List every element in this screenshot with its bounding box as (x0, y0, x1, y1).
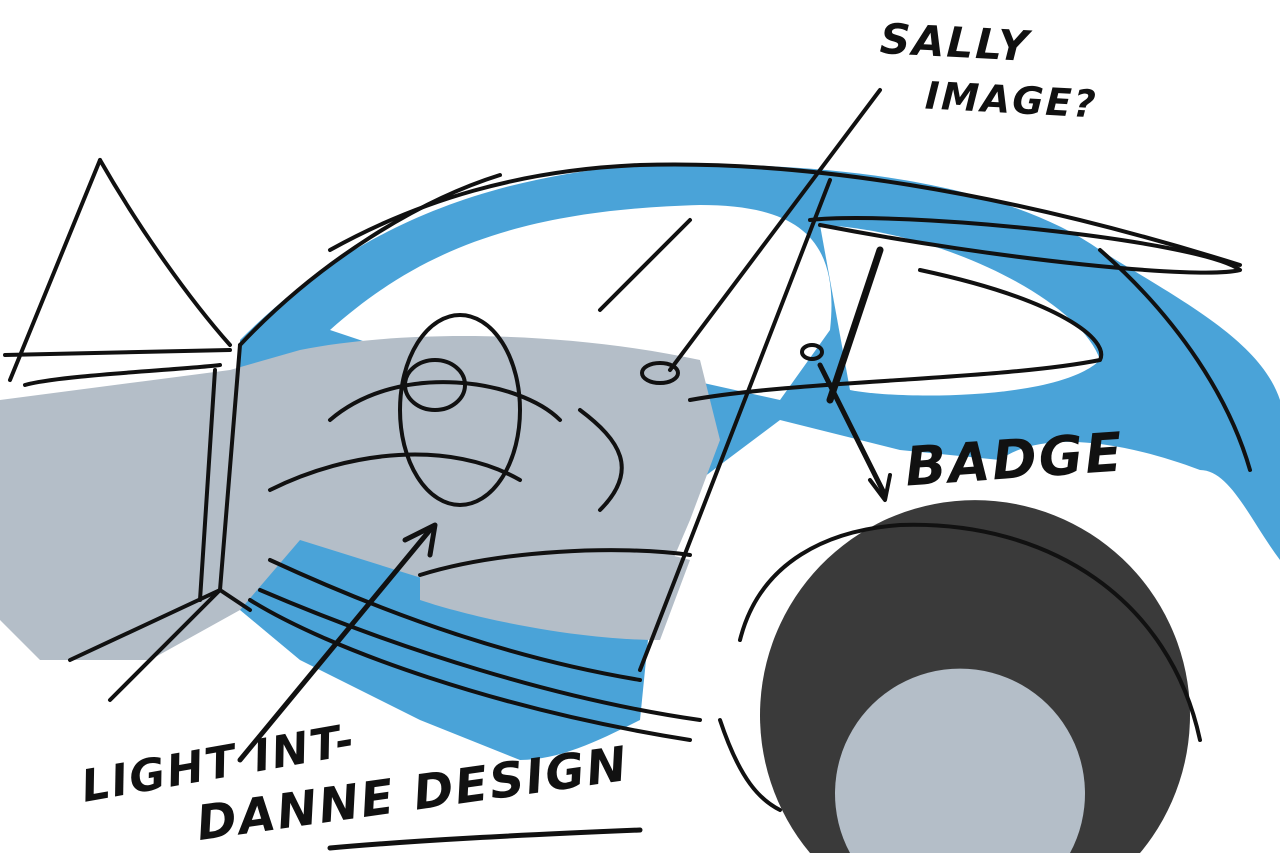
rear-window (820, 225, 1100, 396)
annotation-sally: SALLY (878, 14, 1032, 71)
annotation-image: IMAGE? (924, 73, 1099, 127)
sketch-lines (3, 88, 1252, 851)
wheel-hub (835, 668, 1085, 853)
interior-grey-fill-2 (420, 545, 690, 640)
